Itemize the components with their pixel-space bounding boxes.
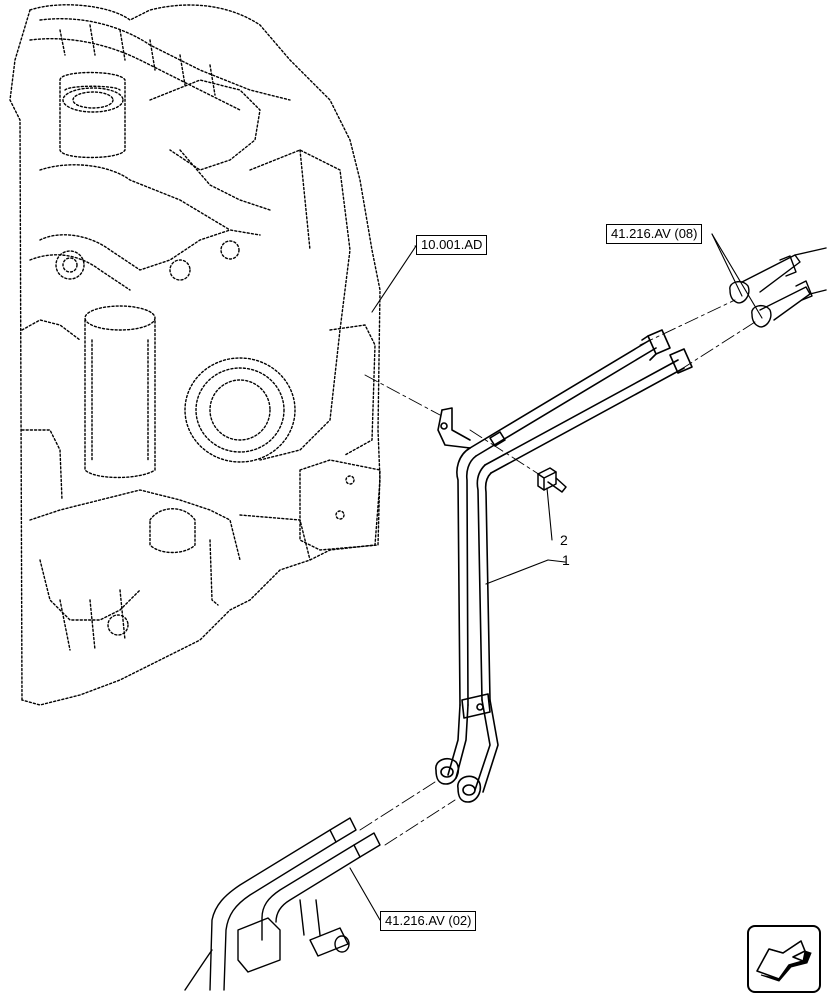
engine-phantom (9, 4, 381, 706)
pipe-assembly[interactable] (435, 329, 693, 803)
callout-2: 2 (560, 532, 568, 548)
bolt-part[interactable] (537, 467, 567, 493)
navigation-button[interactable] (747, 925, 821, 993)
leader-lines (349, 233, 763, 921)
arrow-icon (756, 940, 812, 982)
callout-1: 1 (562, 552, 570, 568)
engine-reference-link[interactable]: 10.001.AD (416, 235, 488, 255)
upper-connecting-pipes[interactable] (729, 247, 827, 328)
upper-pipes-reference-link[interactable]: 41.216.AV (08) (606, 224, 703, 244)
lower-pipes-reference-link[interactable]: 41.216.AV (02) (380, 911, 477, 931)
center-lines (359, 299, 756, 846)
lower-connecting-pipes[interactable] (184, 817, 381, 991)
